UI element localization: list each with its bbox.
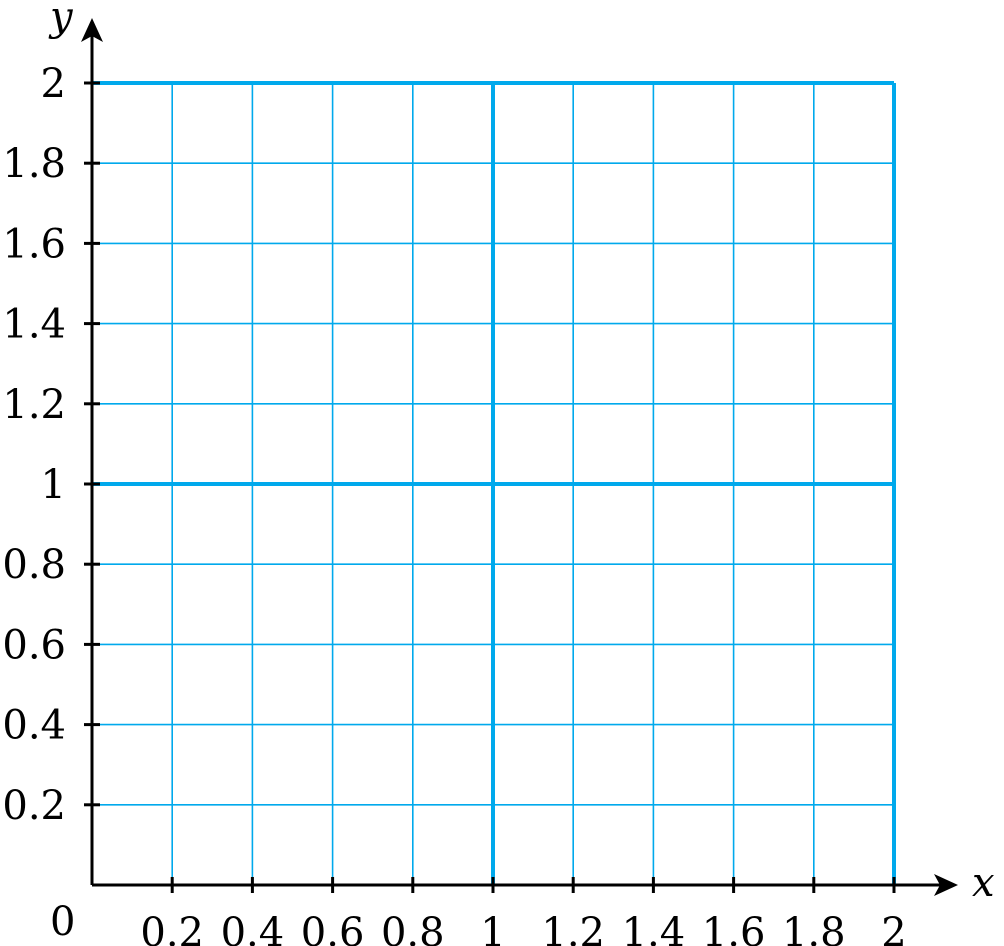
y-axis-arrowhead	[81, 18, 103, 42]
y-tick-label: 2	[41, 61, 66, 107]
x-tick-label: 1	[480, 910, 505, 946]
y-tick-label: 1.6	[2, 221, 66, 267]
y-tick-label: 0.8	[2, 542, 66, 588]
major-grid	[92, 81, 896, 885]
x-tick-label: 1.6	[702, 910, 766, 946]
x-axis-label: x	[972, 860, 995, 906]
x-tick-label: 1.8	[782, 910, 846, 946]
x-tick-label: 0.4	[221, 910, 285, 946]
y-tick-label: 0.6	[2, 622, 66, 668]
y-tick-label: 0.4	[2, 703, 66, 749]
origin-label: 0	[50, 899, 75, 945]
tick-marks	[84, 81, 896, 893]
x-tick-label: 0.6	[301, 910, 365, 946]
y-tick-label: 0.2	[2, 783, 66, 829]
x-tick-label: 1.2	[541, 910, 605, 946]
y-tick-label: 1.8	[2, 141, 66, 187]
x-tick-label: 2	[881, 910, 906, 946]
y-tick-label: 1	[41, 462, 66, 508]
x-tick-label: 1.4	[622, 910, 686, 946]
y-tick-label: 1.4	[2, 302, 66, 348]
x-tick-label: 0.8	[381, 910, 445, 946]
x-tick-label: 0.2	[140, 910, 204, 946]
x-axis-arrowhead	[934, 874, 958, 896]
axes	[81, 18, 958, 896]
y-axis-label: y	[48, 0, 74, 40]
y-tick-label: 1.2	[2, 382, 66, 428]
